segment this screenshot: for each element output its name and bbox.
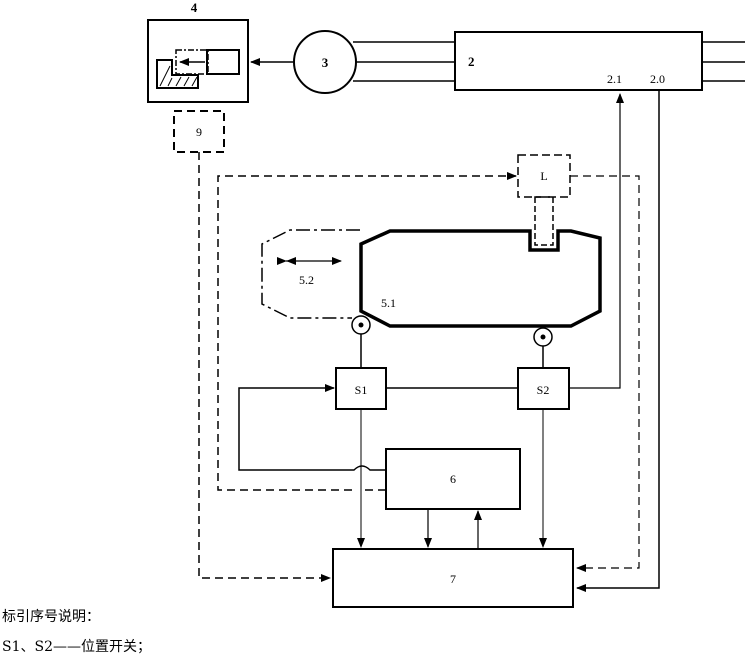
sensor-L-probe bbox=[534, 196, 554, 246]
signal-6-to-S1 bbox=[238, 384, 386, 471]
label-7: 7 bbox=[450, 572, 456, 586]
block-7 bbox=[332, 548, 574, 608]
label-2-1: 2.1 bbox=[607, 72, 622, 86]
cylinder bbox=[206, 49, 240, 75]
block-2 bbox=[454, 31, 703, 91]
arrowhead-left bbox=[286, 257, 296, 265]
label-5-2: 5.2 bbox=[299, 273, 314, 287]
roller-s2 bbox=[533, 327, 553, 347]
label-9: 9 bbox=[196, 125, 202, 139]
label-4: 4 bbox=[191, 0, 198, 15]
part-5-1 bbox=[359, 229, 602, 328]
label-2: 2 bbox=[468, 54, 475, 69]
label-5-1: 5.1 bbox=[381, 296, 396, 310]
label-S1: S1 bbox=[355, 383, 368, 397]
signal-6-to-L bbox=[217, 176, 516, 491]
label-3: 3 bbox=[322, 55, 329, 70]
label-L: L bbox=[540, 169, 547, 183]
hatched-part bbox=[156, 59, 199, 89]
label-2-0: 2.0 bbox=[650, 72, 665, 86]
block-4 bbox=[147, 19, 249, 103]
label-6: 6 bbox=[450, 472, 456, 486]
part-5-2-outline bbox=[261, 229, 360, 319]
power-lines-3-2 bbox=[353, 41, 455, 82]
legend-item: S1、S2——位置开关； bbox=[2, 639, 151, 655]
roller-s1 bbox=[351, 315, 371, 335]
block-6 bbox=[385, 448, 521, 510]
block-9 bbox=[173, 110, 225, 153]
signal-L-to-7 bbox=[570, 175, 640, 572]
signal-9-to-7 bbox=[198, 152, 331, 582]
legend-title: 标引序号说明： bbox=[2, 609, 100, 625]
signal-S2-to-2-1 bbox=[569, 93, 624, 389]
label-S2: S2 bbox=[537, 383, 550, 397]
power-lines-2-out bbox=[702, 41, 745, 82]
signal-2-0-to-7 bbox=[576, 90, 660, 592]
